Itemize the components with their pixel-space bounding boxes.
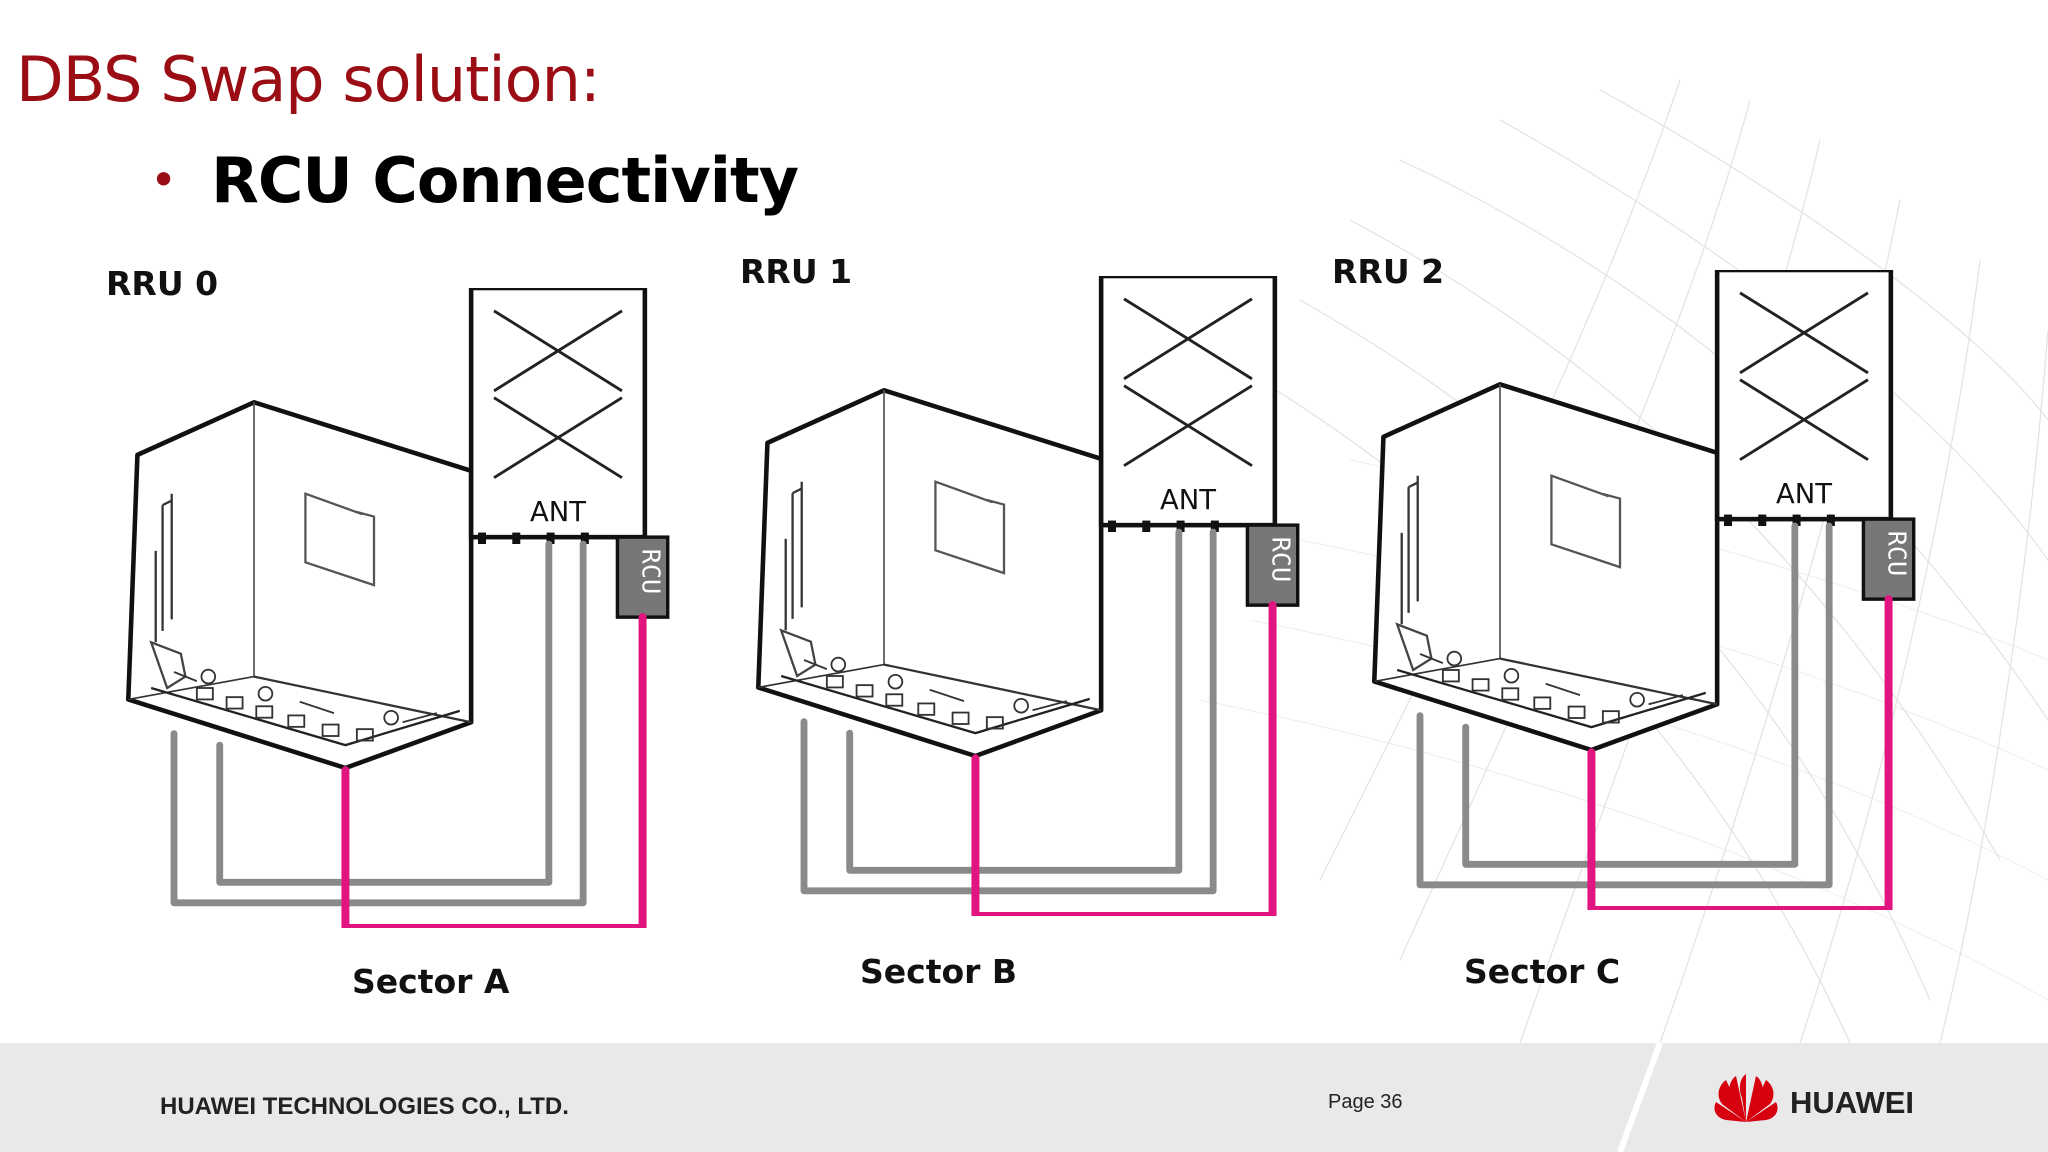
rru-diagram-1: ANT RCU (748, 276, 1308, 916)
ant-label-1: ANT (1160, 485, 1216, 516)
ant-label-2: ANT (1776, 479, 1832, 510)
footer-bar (0, 1043, 2048, 1152)
rcu-label-1: RCU (1267, 537, 1296, 582)
slide-title: DBS Swap solution: (16, 43, 601, 116)
rcu-label-0: RCU (637, 549, 666, 594)
footer-company: HUAWEI TECHNOLOGIES CO., LTD. (160, 1093, 569, 1120)
rru-label-1: RRU 1 (740, 252, 853, 291)
footer-divider (1617, 1043, 1663, 1152)
sector-label-a: Sector A (352, 962, 510, 1001)
rcu-label-2: RCU (1883, 531, 1912, 576)
bullet-text: RCU Connectivity (211, 143, 799, 217)
bullet-dot: • (150, 153, 178, 207)
rru-diagram-0: ANT RCU (118, 288, 678, 928)
ant-label-0: ANT (530, 497, 586, 528)
sector-label-b: Sector B (860, 952, 1018, 991)
rru-label-0: RRU 0 (106, 264, 219, 303)
rru-label-2: RRU 2 (1332, 252, 1445, 291)
huawei-brand-text: HUAWEI (1790, 1085, 1914, 1120)
rru-diagram-2: ANT RCU (1364, 270, 1924, 910)
sector-label-c: Sector C (1464, 952, 1621, 991)
bullet-item: • RCU Connectivity (150, 140, 799, 220)
huawei-logo-icon (1714, 1074, 1778, 1122)
page-number: Page 36 (1328, 1091, 1403, 1113)
